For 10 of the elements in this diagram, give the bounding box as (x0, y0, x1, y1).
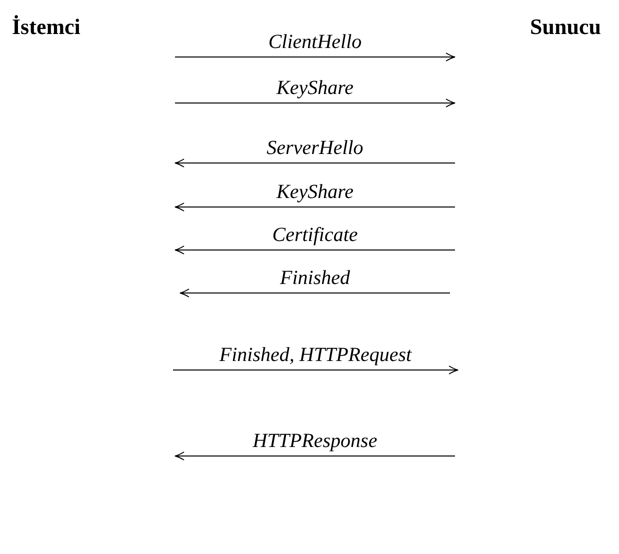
participant-label: Sunucu (530, 14, 601, 40)
message-label: ServerHello (266, 137, 364, 159)
message-label: HTTPResponse (252, 430, 378, 452)
participant-label: İstemci (12, 14, 80, 40)
message-label: Certificate (272, 224, 358, 246)
message-label: KeyShare (276, 77, 354, 99)
message-label: KeyShare (276, 181, 354, 203)
message-label: Finished (280, 267, 350, 289)
message-label: ClientHello (268, 31, 362, 53)
message-label: Finished, HTTPRequest (219, 344, 412, 366)
